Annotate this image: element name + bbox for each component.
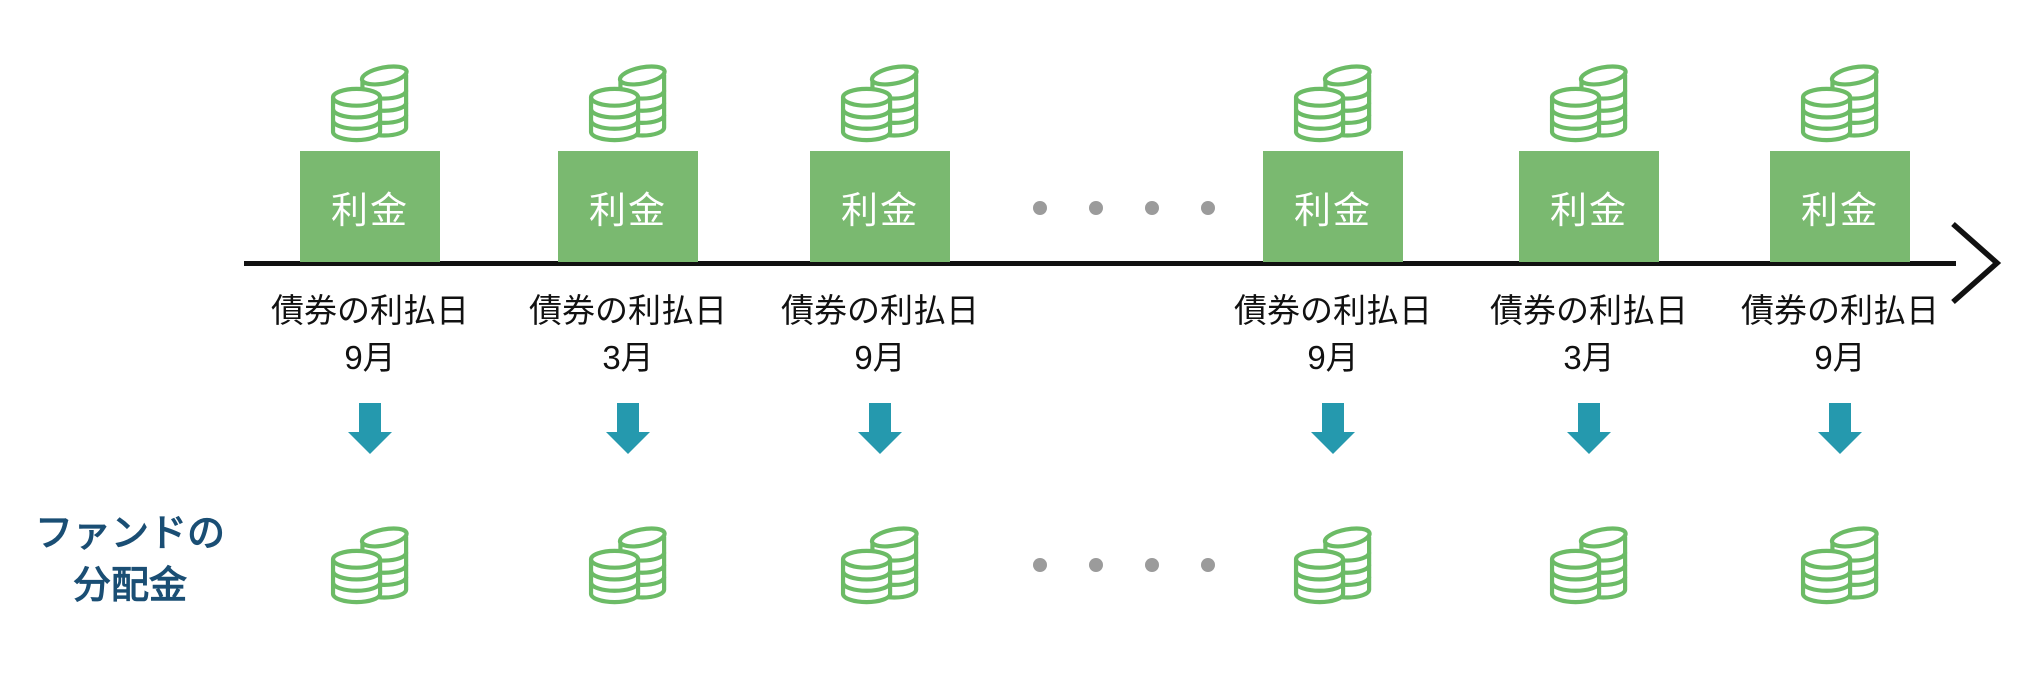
ellipsis-dot [1033,201,1047,215]
interest-box: 利金 [300,151,440,262]
coin-stack-icon [1798,522,1882,610]
payment-date-label: 債券の利払日 3月 [498,287,758,381]
coin-stack-icon [586,522,670,610]
payment-date-label: 債券の利払日 9月 [1203,287,1463,381]
timeline-event-4: 利金 債券の利払日 9月 [1213,0,1453,690]
down-arrow-icon [606,403,650,454]
timeline-event-6: 利金 債券の利払日 9月 [1720,0,1960,690]
timeline-event-2: 利金 債券の利払日 3月 [508,0,748,690]
payment-date-text: 債券の利払日 [271,292,469,329]
ellipsis-dot [1089,201,1103,215]
down-arrow-icon [1567,403,1611,454]
down-arrow-icon [348,403,392,454]
timeline-ellipsis-dots [1033,201,1215,215]
coin-stack-icon [328,60,412,148]
fund-distribution-label: ファンドの 分配金 [20,508,240,612]
timeline-event-5: 利金 債券の利払日 3月 [1469,0,1709,690]
interest-box: 利金 [1770,151,1910,262]
coin-stack-icon [1547,522,1631,610]
interest-box: 利金 [1519,151,1659,262]
down-arrow-icon [858,403,902,454]
payment-date-text: 債券の利払日 [1234,292,1432,329]
coin-stack-icon [838,60,922,148]
interest-box: 利金 [1263,151,1403,262]
timeline-event-3: 利金 債券の利払日 9月 [760,0,1000,690]
payment-month: 9月 [344,339,396,376]
ellipsis-dot [1145,558,1159,572]
down-arrow-icon [1818,403,1862,454]
interest-box-label: 利金 [1294,189,1372,231]
interest-box-label: 利金 [331,189,409,231]
coin-stack-icon [328,522,412,610]
payment-date-text: 債券の利払日 [529,292,727,329]
right-arrow-icon [1951,221,2002,305]
coin-stack-icon [838,522,922,610]
interest-box-label: 利金 [589,189,667,231]
interest-box: 利金 [810,151,950,262]
coin-stack-icon [1291,522,1375,610]
interest-box-label: 利金 [1801,189,1879,231]
payment-month: 9月 [854,339,906,376]
payment-month: 9月 [1814,339,1866,376]
payment-month: 3月 [602,339,654,376]
coin-stack-icon [586,60,670,148]
fund-label-line1: ファンドの [34,513,225,555]
payment-date-text: 債券の利払日 [1490,292,1688,329]
payment-date-label: 債券の利払日 3月 [1459,287,1719,381]
panel-ellipsis-dots [1033,558,1215,572]
ellipsis-dot [1201,558,1215,572]
payment-date-label: 債券の利払日 9月 [750,287,1010,381]
payment-date-label: 債券の利払日 9月 [240,287,500,381]
payment-month: 9月 [1307,339,1359,376]
interest-box-label: 利金 [841,189,919,231]
coin-stack-icon [1547,60,1631,148]
timeline-event-1: 利金 債券の利払日 9月 [250,0,490,690]
payment-month: 3月 [1563,339,1615,376]
ellipsis-dot [1033,558,1047,572]
interest-box-label: 利金 [1550,189,1628,231]
fund-label-line2: 分配金 [72,565,187,607]
down-arrow-icon [1311,403,1355,454]
payment-date-text: 債券の利払日 [1741,292,1939,329]
ellipsis-dot [1145,201,1159,215]
timeline-axis [244,261,1956,266]
coin-stack-icon [1291,60,1375,148]
coin-stack-icon [1798,60,1882,148]
interest-box: 利金 [558,151,698,262]
ellipsis-dot [1089,558,1103,572]
payment-date-label: 債券の利払日 9月 [1710,287,1970,381]
ellipsis-dot [1201,201,1215,215]
payment-date-text: 債券の利払日 [781,292,979,329]
